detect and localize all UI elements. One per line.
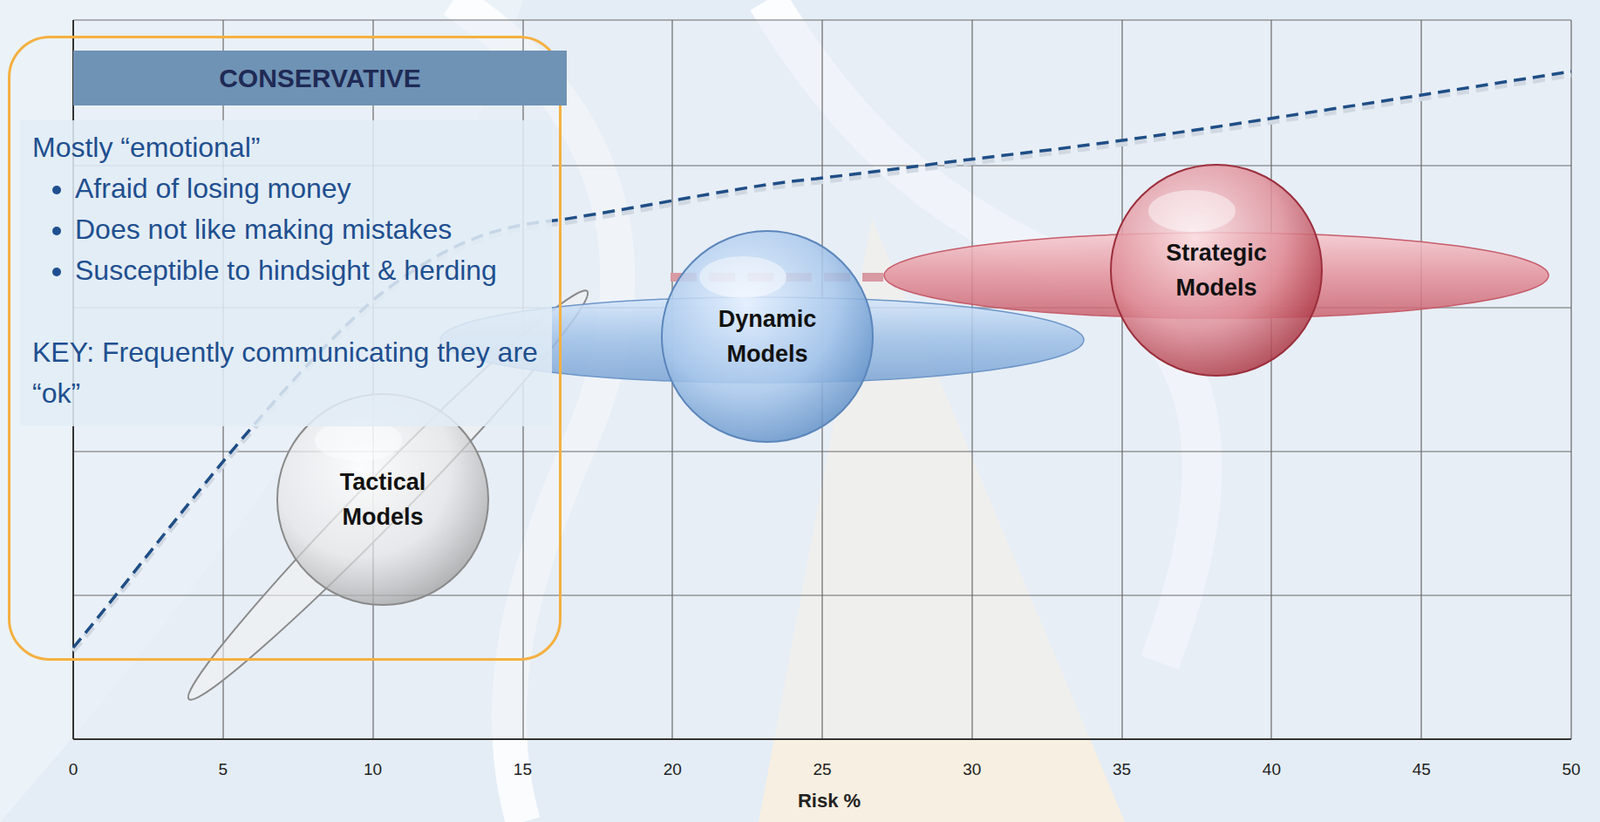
spacer xyxy=(32,291,540,333)
bullet-item: Does not like making mistakes xyxy=(74,209,540,251)
bullet-list: Afraid of losing moneyDoes not like maki… xyxy=(32,168,540,292)
tick-label: 25 xyxy=(812,760,831,780)
sphere-label: Dynamic Models xyxy=(693,301,842,373)
sphere-label-holder: Strategic Models xyxy=(1109,163,1324,378)
panel-heading: CONSERVATIVE xyxy=(218,63,422,94)
info-panel: Mostly “emotional”Afraid of losing money… xyxy=(20,120,552,427)
sphere-label-holder: Dynamic Models xyxy=(660,229,875,444)
tick-label: 20 xyxy=(663,760,682,780)
sphere-label: Strategic Models xyxy=(1142,235,1291,307)
tick-label: 50 xyxy=(1561,760,1580,780)
sphere-shape xyxy=(1109,163,1324,378)
bullet-item: Susceptible to hindsight & herding xyxy=(74,250,540,292)
tick-label: 0 xyxy=(68,760,79,780)
key-note: KEY: Frequently communicating they are “… xyxy=(32,332,540,415)
model-sphere: Strategic Models xyxy=(1109,163,1324,378)
tick-label: 5 xyxy=(218,760,229,780)
axis-title: Risk % xyxy=(797,789,861,813)
tick-label: 15 xyxy=(513,760,532,780)
sphere-label: Tactical Models xyxy=(308,464,457,536)
sphere-shape xyxy=(660,229,875,444)
tick-label: 40 xyxy=(1262,760,1281,780)
tick-label: 35 xyxy=(1112,760,1131,780)
tick-label: 30 xyxy=(962,760,981,780)
panel-box: CONSERVATIVE Mostly “emotional”Afraid of … xyxy=(7,35,562,661)
tick-label: 10 xyxy=(363,760,382,780)
model-sphere: Dynamic Models xyxy=(660,229,875,444)
panel-text: Mostly “emotional” xyxy=(32,127,540,169)
tick-label: 45 xyxy=(1412,760,1431,780)
bullet-item: Afraid of losing money xyxy=(74,168,540,210)
heading-bar: CONSERVATIVE xyxy=(73,50,567,106)
